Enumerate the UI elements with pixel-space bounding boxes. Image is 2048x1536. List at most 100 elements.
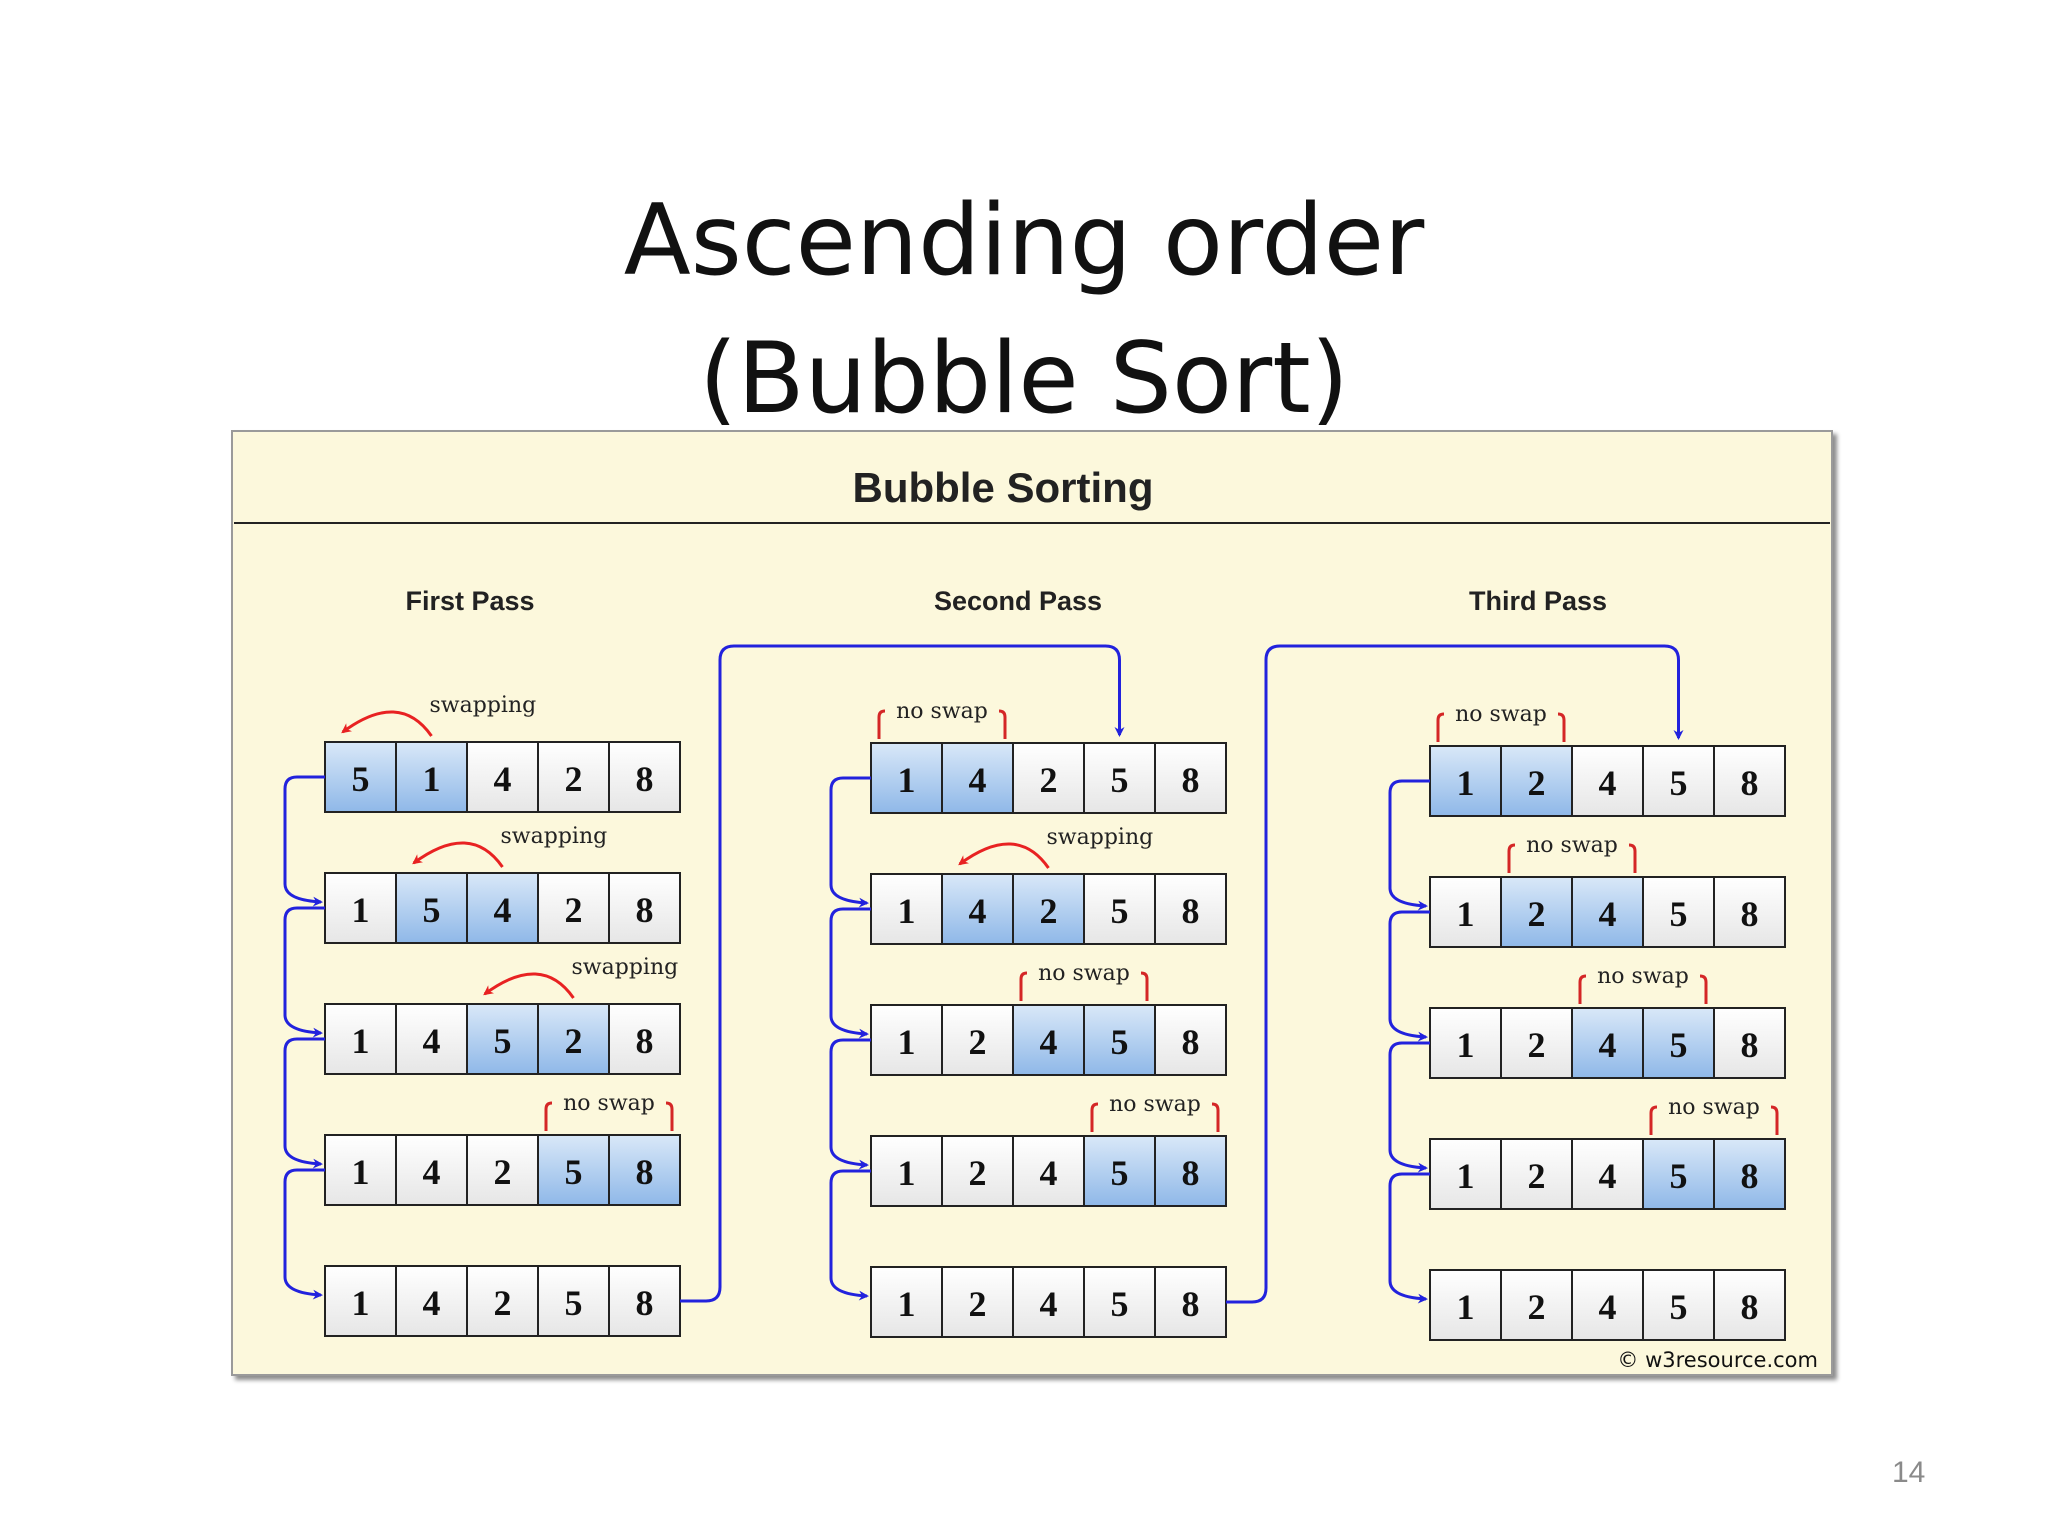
flow-arrow <box>829 907 871 1039</box>
cell-value: 4 <box>494 890 512 930</box>
cell-value: 8 <box>1741 1025 1759 1065</box>
action-label: no swap <box>563 1091 655 1116</box>
array-cell <box>1642 876 1715 948</box>
cell-value: 8 <box>1741 894 1759 934</box>
cell-value: 4 <box>1599 1025 1617 1065</box>
array-cell <box>466 1134 539 1206</box>
bracket-left <box>1090 1102 1099 1132</box>
cell-value: 2 <box>494 1152 512 1192</box>
slide-title: Ascending order (Bubble Sort) <box>0 172 2048 448</box>
pass-title: Second Pass <box>934 586 1102 616</box>
pass-title: First Pass <box>405 586 534 616</box>
bracket-left <box>1436 712 1445 742</box>
cell-value: 2 <box>969 1153 987 1193</box>
array-cell <box>1083 742 1156 814</box>
cell-value: 4 <box>1599 894 1617 934</box>
bracket-right <box>1557 712 1566 742</box>
cell-value: 4 <box>423 1283 441 1323</box>
cell-value: 8 <box>1741 1287 1759 1327</box>
array-cell <box>1154 742 1227 814</box>
pass-connector-arrow <box>680 644 1125 1303</box>
array-cell <box>1500 1269 1573 1341</box>
highlighted-cell <box>395 872 468 944</box>
cell-value: 8 <box>1182 1153 1200 1193</box>
cell-value: 5 <box>1111 1022 1129 1062</box>
highlighted-cell <box>1012 1004 1085 1076</box>
bracket-left <box>1019 971 1028 1001</box>
cell-value: 8 <box>1182 760 1200 800</box>
cell-value: 2 <box>1040 891 1058 931</box>
action-label: swapping <box>430 693 537 718</box>
array-cell <box>537 741 610 813</box>
cell-value: 5 <box>1111 1284 1129 1324</box>
bracket-left <box>544 1101 553 1131</box>
action-label: swapping <box>1047 825 1154 850</box>
cell-value: 2 <box>494 1283 512 1323</box>
action-label: swapping <box>572 955 679 980</box>
passes-group: First Pass 5 1 4 2 8 swapping 1 5 4 2 8 swapping 1 4 5 2… <box>283 586 1786 1341</box>
cell-value: 4 <box>423 1021 441 1061</box>
bracket-left <box>1649 1105 1658 1135</box>
array-cell <box>1429 876 1502 948</box>
cell-value: 1 <box>423 759 441 799</box>
array-cell <box>1713 1007 1786 1079</box>
cell-value: 1 <box>1457 894 1475 934</box>
highlighted-cell <box>466 1003 539 1075</box>
pass-title: Third Pass <box>1469 586 1607 616</box>
array-cell <box>870 1004 943 1076</box>
cell-value: 4 <box>1040 1022 1058 1062</box>
cell-value: 2 <box>565 890 583 930</box>
array-cell <box>537 1265 610 1337</box>
bracket-left <box>1507 843 1516 873</box>
cell-value: 2 <box>969 1284 987 1324</box>
bracket-right <box>1211 1102 1220 1132</box>
cell-value: 5 <box>565 1152 583 1192</box>
cell-value: 2 <box>565 759 583 799</box>
cell-value: 5 <box>352 759 370 799</box>
array-cell <box>466 741 539 813</box>
credit-text: © w3resource.com <box>1617 1348 1818 1372</box>
flow-arrow <box>1388 779 1430 911</box>
array-cell <box>941 1135 1014 1207</box>
slide-title-line-1: Ascending order <box>623 184 1425 298</box>
cell-value: 1 <box>898 1284 916 1324</box>
cell-value: 1 <box>1457 1287 1475 1327</box>
array-cell <box>324 872 397 944</box>
cell-value: 1 <box>352 1021 370 1061</box>
cell-value: 5 <box>1111 760 1129 800</box>
array-cell <box>608 1003 681 1075</box>
highlighted-cell <box>608 1134 681 1206</box>
highlighted-cell <box>1571 1007 1644 1079</box>
cell-value: 2 <box>1528 1156 1546 1196</box>
cell-value: 4 <box>969 760 987 800</box>
cell-value: 8 <box>636 1283 654 1323</box>
flow-arrow <box>283 906 325 1038</box>
highlighted-cell <box>941 742 1014 814</box>
array-cell <box>1083 1266 1156 1338</box>
array-cell <box>324 1265 397 1337</box>
action-label: no swap <box>896 699 988 724</box>
cell-value: 1 <box>352 1283 370 1323</box>
cell-value: 1 <box>898 1153 916 1193</box>
cell-value: 8 <box>636 1021 654 1061</box>
flow-arrow <box>829 776 871 908</box>
array-cell <box>395 1265 468 1337</box>
array-cell <box>1713 876 1786 948</box>
cell-value: 8 <box>1182 1022 1200 1062</box>
array-cell <box>395 1003 468 1075</box>
diagram-title: Bubble Sorting <box>853 464 1154 511</box>
bracket-right <box>1140 971 1149 1001</box>
highlighted-cell <box>870 742 943 814</box>
flow-arrow <box>1388 1041 1430 1173</box>
array-cell <box>1500 1138 1573 1210</box>
cell-value: 1 <box>1457 1156 1475 1196</box>
array-cell <box>1012 1266 1085 1338</box>
action-label: no swap <box>1455 702 1547 727</box>
